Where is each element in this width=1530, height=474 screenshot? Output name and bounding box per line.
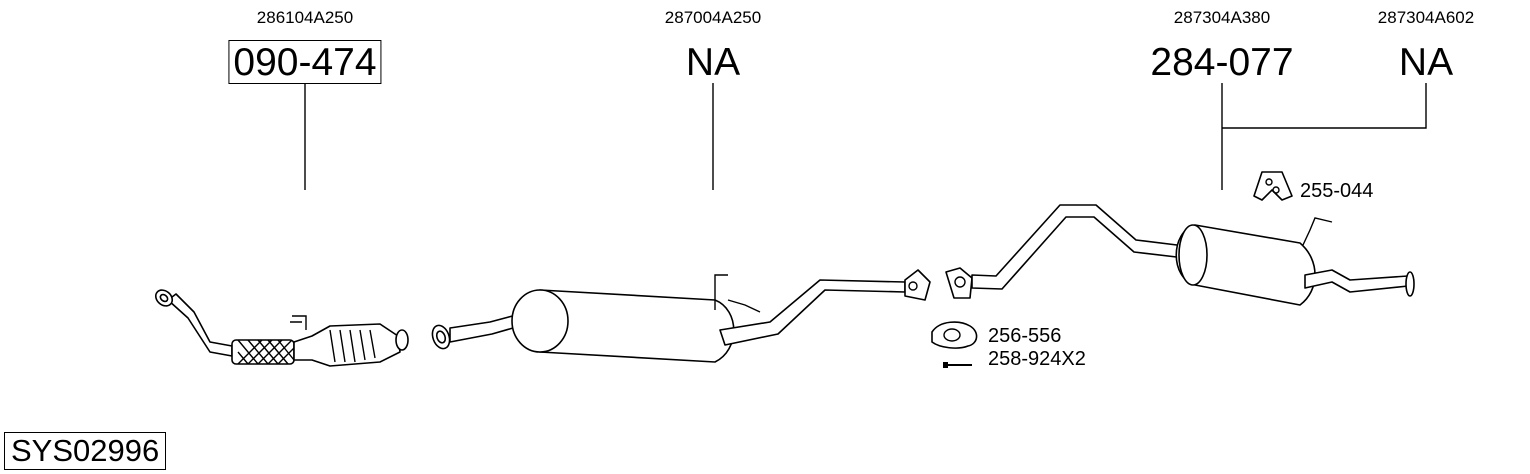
leader-line-part-4 (1222, 83, 1427, 129)
part-code-part-4: NA (1398, 41, 1454, 84)
bolt-icon (943, 362, 972, 368)
centre-silencer (431, 269, 931, 363)
oem-number-part-3: 287304A380 (1173, 8, 1271, 27)
system-code: SYS02996 (4, 432, 167, 470)
part-code-part-1: 090-474 (228, 40, 382, 84)
oem-number-part-1: 286104A250 (256, 8, 354, 27)
front-pipe-catalyst (154, 289, 409, 367)
oem-number-part-2: 287004A250 (664, 8, 762, 27)
gasket-label: 256-556 (988, 325, 1062, 347)
part-code-part-2: NA (685, 41, 741, 84)
rear-silencer (945, 204, 1415, 306)
bolt-label: 258-924X2 (988, 348, 1086, 370)
gasket-icon (931, 321, 978, 349)
part-code-part-3: 284-077 (1150, 41, 1294, 84)
rubber-hanger-icon (1253, 171, 1293, 201)
oem-number-part-4: 287304A602 (1377, 8, 1475, 27)
hanger-label: 255-044 (1300, 180, 1374, 202)
